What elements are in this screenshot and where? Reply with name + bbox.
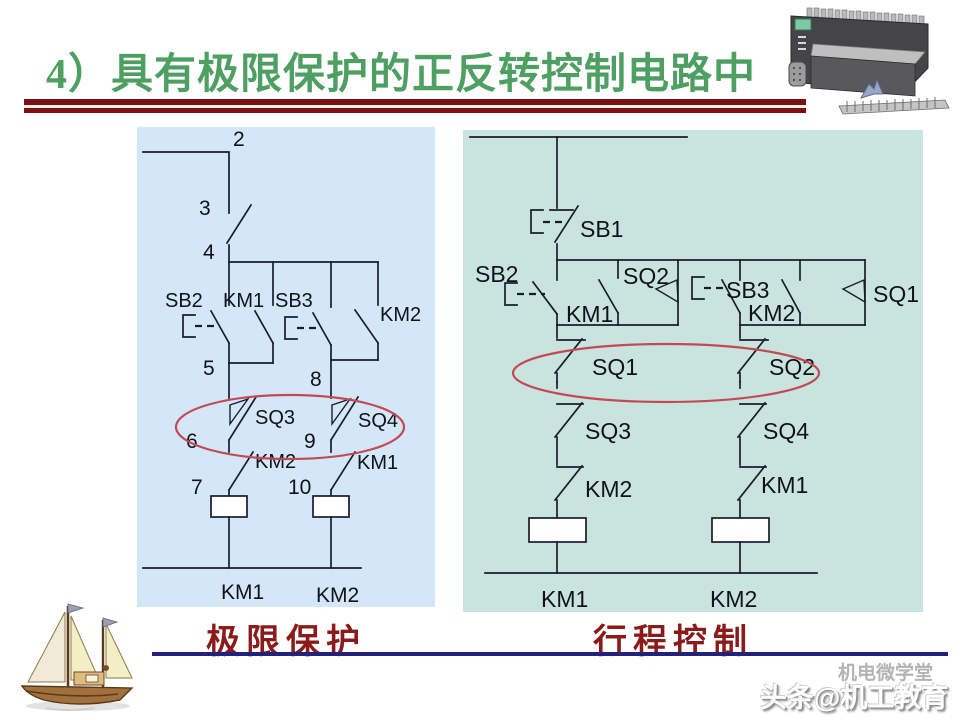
sq4-label: SQ4 [358,410,398,432]
plc-dsub-pins [792,66,802,82]
sq1-nc-contact [553,324,586,383]
node-3: 3 [199,197,211,220]
km1-aux-label: KM1 [223,290,264,312]
sail-main [70,615,100,681]
plc-status-block [794,18,812,31]
km2-aux-contact [330,261,380,361]
page-title: 4）具有极限保护的正反转控制电路中 [46,52,757,98]
underline-bottom-bar [24,108,806,113]
km1-interlock-contact [329,450,357,497]
node-10: 10 [288,476,311,499]
sq3-nc-contact [553,381,584,466]
sb1-stop-pushbutton [530,204,580,261]
sb3-label: SB3 [275,290,313,312]
km2-aux-label: KM2 [748,300,795,326]
node-6: 6 [186,430,198,453]
sb2-label: SB2 [475,261,518,287]
stop-contact-blade [225,203,253,245]
travel-control-schematic: SB1 SB2 KM1 SQ2 SB3 KM2 SQ1 [469,136,919,612]
sq4-nc-contact [736,381,767,466]
km2-interlock-label: KM2 [585,476,632,502]
sq3-nc-label: SQ3 [585,418,631,444]
km2-interlock-contact [553,464,584,519]
node-4: 4 [203,241,215,264]
km1-coil-label: KM1 [541,586,588,612]
km1-aux-label: KM1 [566,301,613,327]
sq2-nc-contact [736,324,769,383]
km2-interlock-label: KM2 [255,451,296,473]
km1-interlock-contact [736,464,767,519]
km2-coil [312,495,350,518]
sq3-limit-contact [227,362,258,453]
plc-image [788,7,950,115]
wave [45,707,95,711]
sq1-sq2-highlight-ellipse [511,342,821,404]
cabin-window [85,674,99,683]
plc-terminal-strip-detached [838,97,950,115]
sailboat-image [20,603,134,711]
limit-protection-diagram-panel: 2 3 4 SB2 KM1 SB3 KM2 5 8 [137,127,435,607]
watermark-studio: 机电微学堂 [838,663,934,684]
sq1-no-label: SQ1 [873,281,919,307]
node-5: 5 [203,357,215,380]
plc-leds [798,36,806,50]
travel-control-diagram-panel: SB1 SB2 KM1 SQ2 SB3 KM2 SQ1 [463,130,923,612]
flag-main [67,603,85,614]
km2-aux-contact [780,259,802,326]
bottom-divider-line [152,652,948,656]
underline-gap [24,105,806,108]
plc-lower-face [810,55,916,97]
sb3-pushbutton-contact [284,261,333,361]
node-8: 8 [310,368,322,391]
supply-wire [142,151,230,214]
sq2-nc-label: SQ2 [769,354,815,380]
km1-interlock-label: KM1 [357,452,398,474]
sq1-nc-label: SQ1 [592,354,638,380]
sailor-figure [103,665,109,671]
sq2-no-label: SQ2 [623,263,669,289]
sb1-label: SB1 [580,216,623,242]
flag-aft [102,617,119,628]
title-underline [24,99,806,113]
sq2-limit-no-contact [654,259,679,326]
km1-aux-contact [597,259,620,326]
km2-aux-label: KM2 [380,304,421,326]
km2-interlock-contact [227,450,255,497]
sail-fore [27,611,66,683]
sb3-label: SB3 [726,277,769,303]
sail-aft [105,623,133,679]
watermark-channel: 头条@机工教育 [760,683,949,713]
km1-coil [210,495,248,518]
node-2: 2 [233,128,245,151]
km1-interlock-label: KM1 [761,472,808,498]
sb2-pushbutton-contact [182,261,231,364]
sb3-pushbutton-contact [691,259,742,326]
hull-stripe [25,690,119,697]
km2-coil-label: KM2 [316,584,359,607]
plc-dsub-connector [788,61,807,87]
km1-aux-contact [228,261,275,364]
node-7: 7 [191,476,203,499]
sb2-label: SB2 [165,290,203,312]
sb2-pushbutton-contact [504,259,559,326]
sq3-sq4-highlight-ellipse [174,393,406,461]
sq1-limit-no-contact [841,259,866,326]
km1-coil [528,517,587,543]
km2-coil-label: KM2 [710,586,757,612]
sq4-nc-label: SQ4 [763,418,809,444]
sq4-limit-contact [329,359,360,453]
limit-protection-schematic: 2 3 4 SB2 KM1 SB3 KM2 5 8 [142,128,421,607]
plc-arrow-icon [859,78,884,99]
km1-coil-label: KM1 [221,581,264,604]
sq3-label: SQ3 [255,407,295,429]
node-9: 9 [304,430,316,453]
underline-top-bar [24,99,806,105]
km2-coil [711,517,770,543]
